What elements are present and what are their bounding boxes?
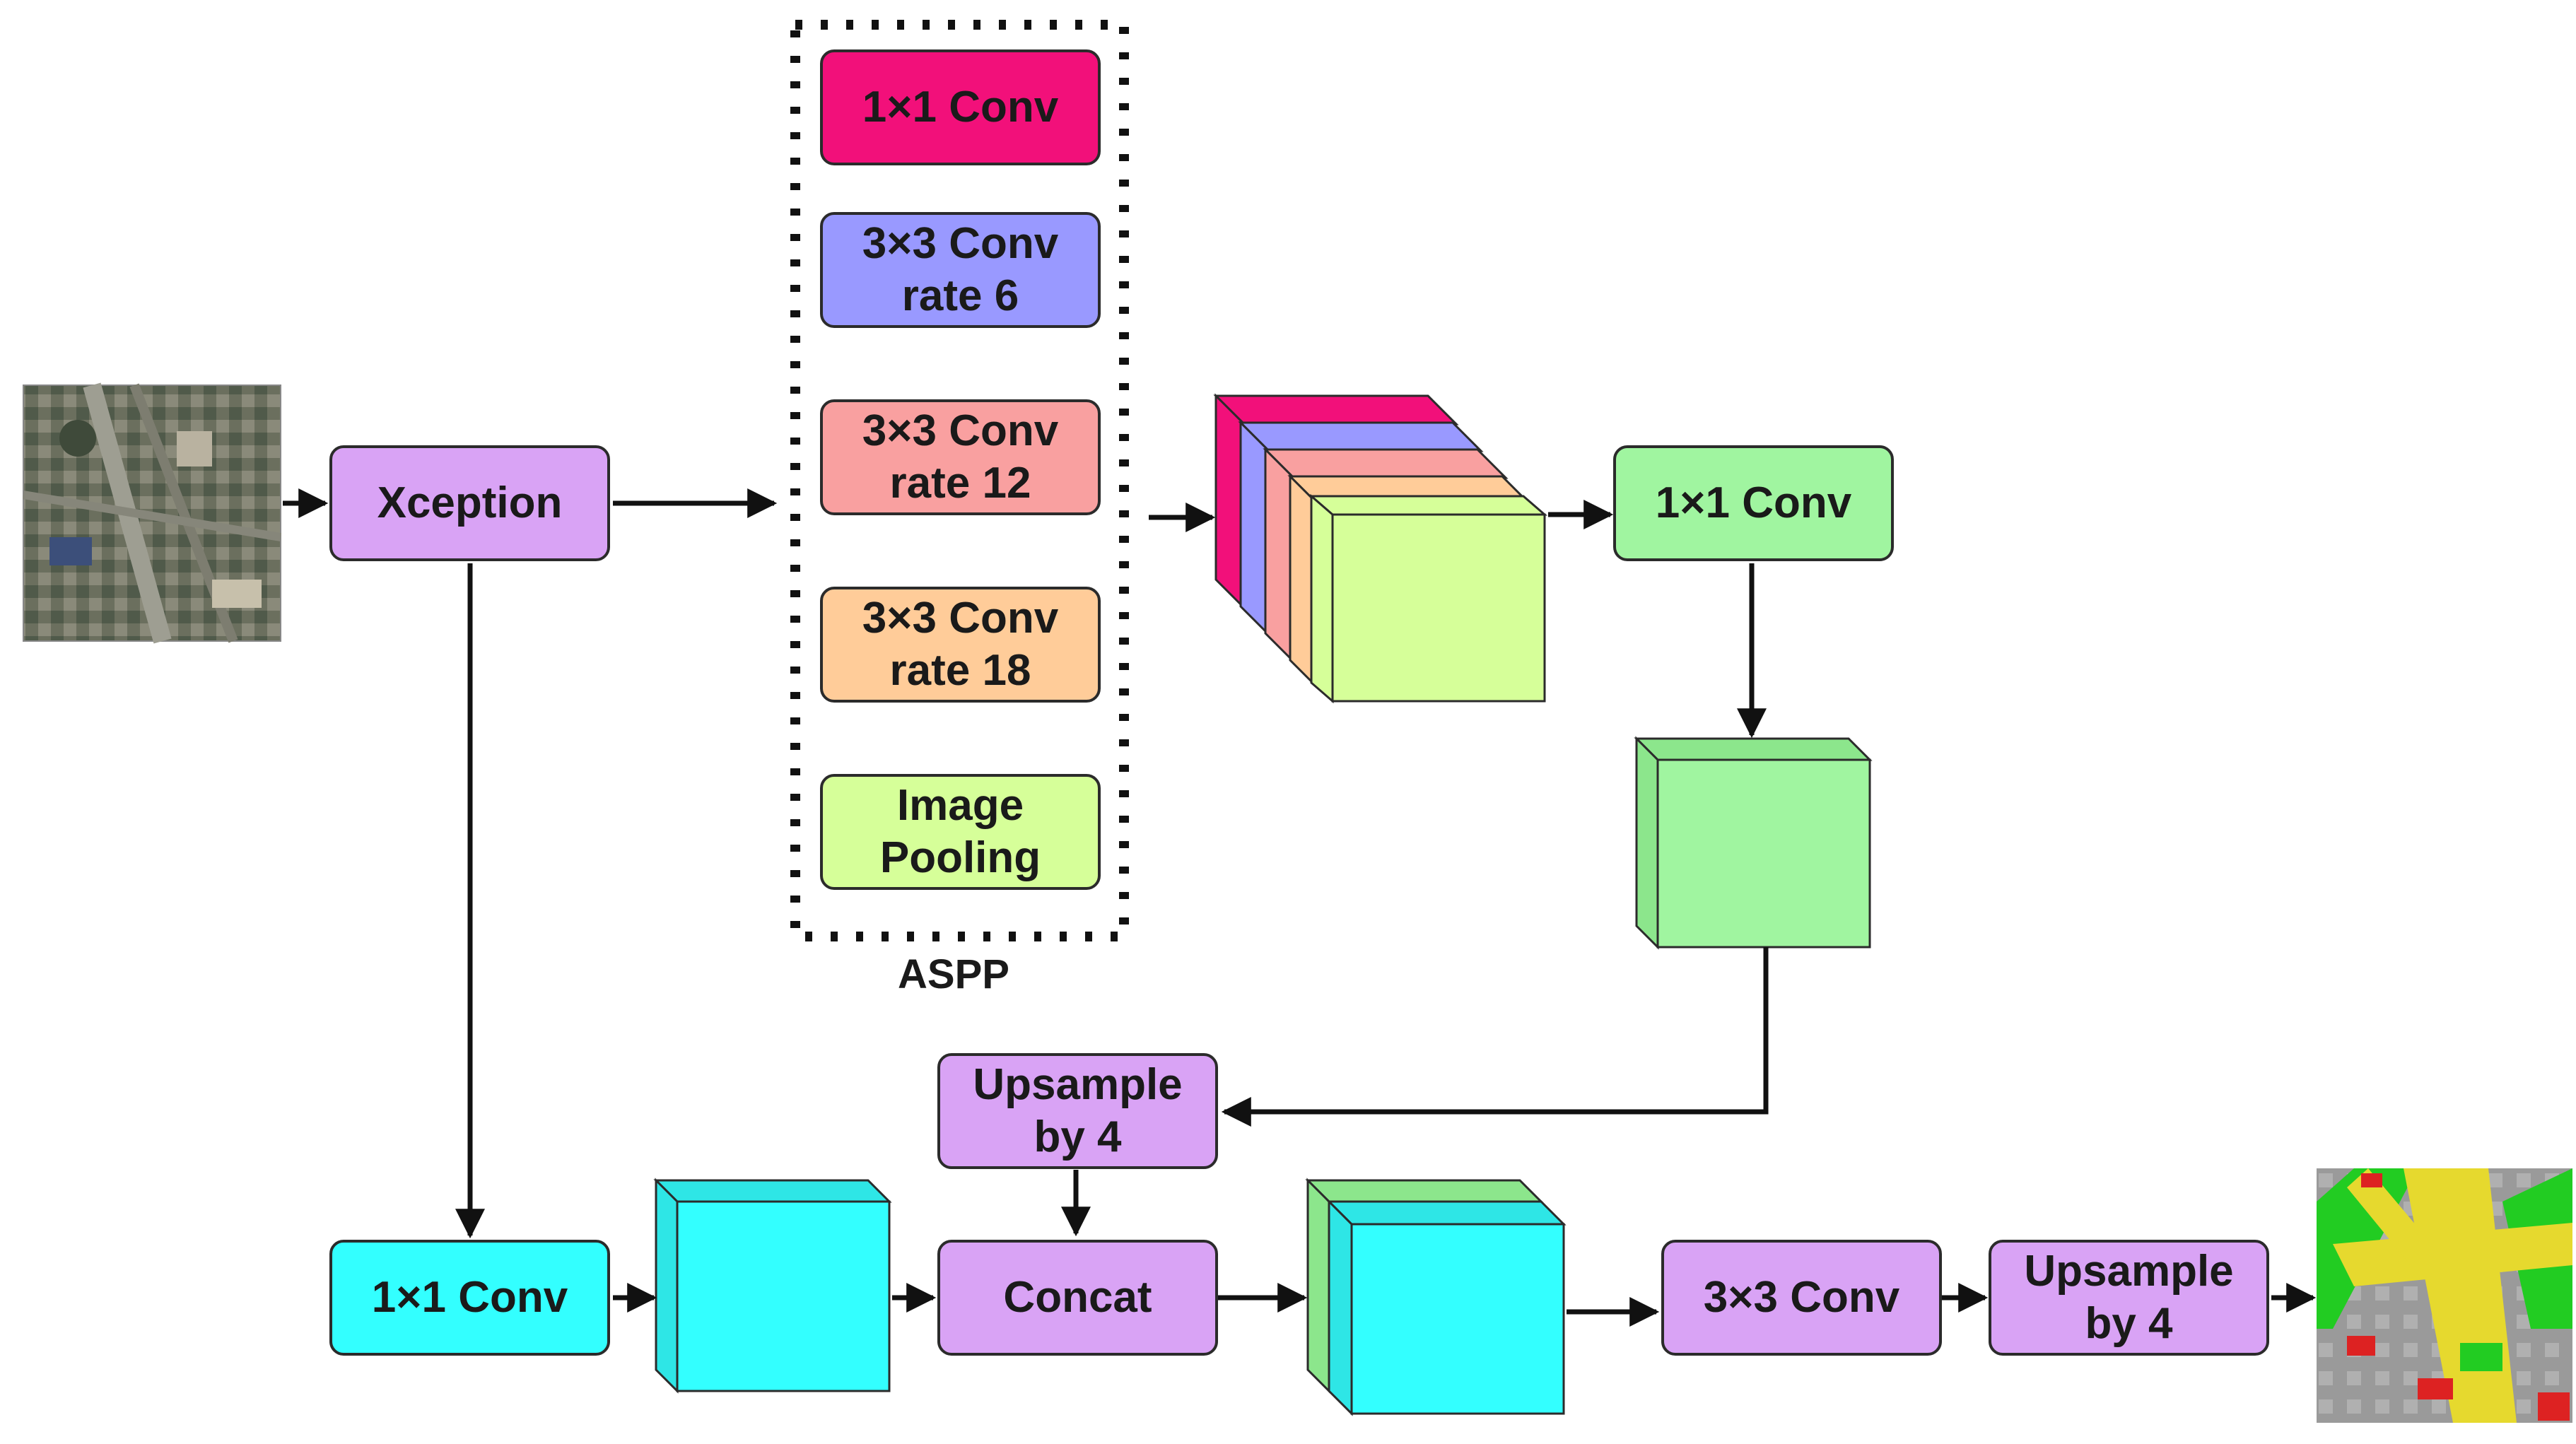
upsample-mid-line2: by 4	[1034, 1113, 1122, 1161]
conv1x1-top-block: 1×1 Conv	[1613, 445, 1894, 561]
aspp-branch-rate-6-line1: 3×3 Conv	[862, 218, 1059, 268]
xception-label: Xception	[377, 478, 563, 527]
stack-layer-lime	[1308, 493, 1548, 704]
green-feature-cube	[1634, 736, 1873, 950]
xception-block: Xception	[329, 445, 610, 561]
upsample-mid-line1: Upsample	[973, 1059, 1183, 1109]
upsample-out-line1: Upsample	[2024, 1246, 2234, 1296]
cyan-feature-cube	[653, 1178, 892, 1394]
conv1x1-top-label: 1×1 Conv	[1655, 478, 1852, 527]
aspp-branch-rate-12-line2: rate 12	[889, 459, 1031, 507]
aspp-frame	[790, 20, 1129, 941]
aspp-branch-rate-18-line1: 3×3 Conv	[862, 593, 1059, 642]
conv1x1-low-block: 1×1 Conv	[329, 1240, 610, 1356]
aspp-branch-1x1-conv: 1×1 Conv	[820, 49, 1101, 165]
aspp-branch-rate-6: 3×3 Conv rate 6	[820, 212, 1101, 328]
concat-block: Concat	[937, 1240, 1218, 1356]
aspp-branch-image-pooling: Image Pooling	[820, 774, 1101, 890]
stack-layer-salmon	[1263, 447, 1509, 664]
conv3x3-label: 3×3 Conv	[1703, 1272, 1900, 1322]
connector-arrows	[283, 488, 2317, 1327]
aspp-branch-rate-12-line1: 3×3 Conv	[862, 406, 1059, 455]
conv1x1-low-label: 1×1 Conv	[371, 1272, 568, 1322]
aspp-branch-rate-12: 3×3 Conv rate 12	[820, 399, 1101, 515]
stack-layer-blue	[1238, 420, 1484, 638]
output-segmentation-map	[2317, 1168, 2572, 1423]
stack-layer-pink	[1213, 393, 1459, 611]
arrow-green-cube-to-upsample	[1221, 947, 1769, 1127]
upsample-out-line2: by 4	[2085, 1299, 2173, 1348]
aspp-branch-image-pooling-line1: Image	[896, 780, 1024, 830]
concat-label: Concat	[1003, 1272, 1152, 1322]
upsample-mid-block: Upsample by 4	[937, 1053, 1218, 1169]
aspp-feature-stack	[1213, 393, 1548, 704]
upsample-out-block: Upsample by 4	[1989, 1240, 2269, 1356]
concat-feature-cube	[1305, 1178, 1567, 1416]
aspp-branch-1x1-conv-label: 1×1 Conv	[862, 82, 1059, 131]
aspp-branch-image-pooling-line2: Pooling	[879, 833, 1041, 882]
aspp-branch-rate-6-line2: rate 6	[901, 271, 1019, 320]
aspp-branch-rate-18-line2: rate 18	[889, 646, 1031, 695]
aspp-branch-rate-18: 3×3 Conv rate 18	[820, 587, 1101, 703]
conv3x3-block: 3×3 Conv	[1661, 1240, 1942, 1356]
aspp-label: ASPP	[898, 951, 1009, 997]
input-satellite-image	[23, 382, 281, 644]
